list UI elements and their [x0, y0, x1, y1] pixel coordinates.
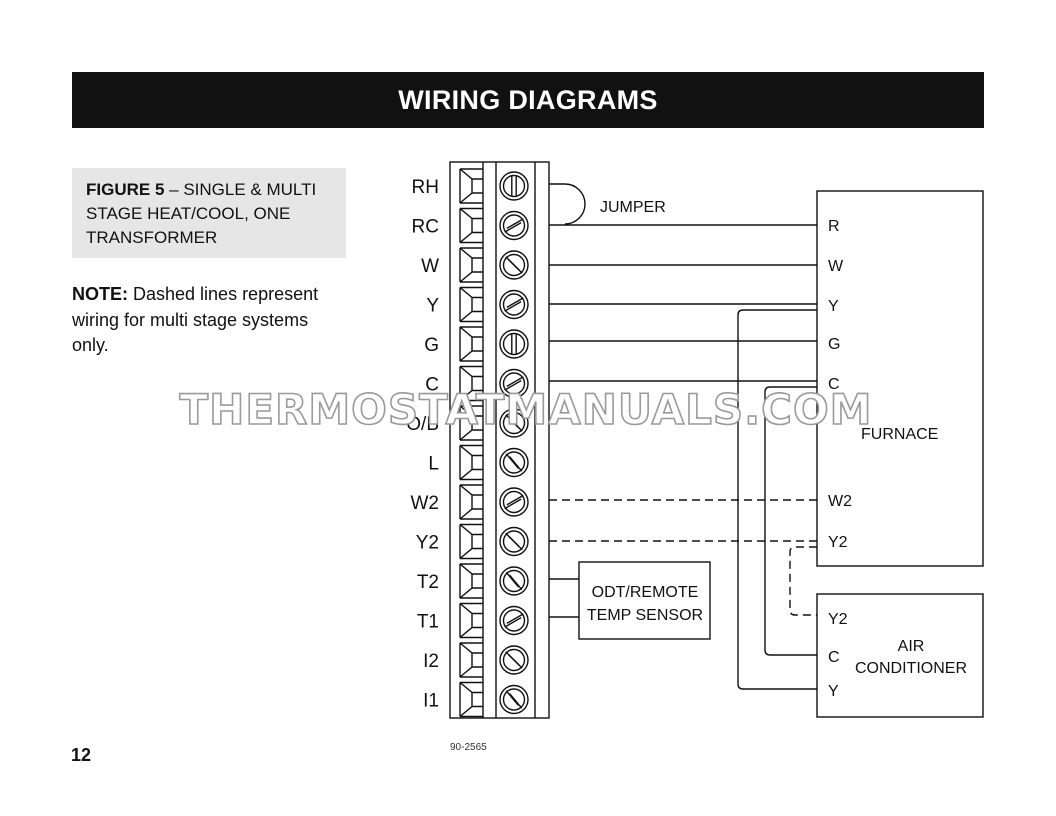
screw-icon: [499, 487, 529, 517]
terminal-row: W: [421, 247, 529, 283]
terminal-label: L: [428, 454, 439, 475]
terminal-row: C: [425, 365, 529, 402]
furnace-terminal: Y2: [828, 534, 848, 551]
terminal-label: T2: [417, 572, 439, 593]
terminal-label: I1: [423, 691, 439, 712]
wire-furnace-c-to-ac-c: [764, 386, 817, 656]
terminal-label: G: [424, 335, 439, 356]
jumper-label: JUMPER: [600, 199, 666, 216]
screw-icon: [499, 684, 529, 715]
terminal-label: W: [421, 256, 439, 277]
terminal-row: L: [428, 444, 529, 481]
wire-clamp-icon: [459, 286, 483, 323]
terminal-row: RC: [412, 207, 529, 244]
jumper-wire: [549, 183, 586, 225]
screw-icon: [499, 289, 529, 320]
furnace-terminal: G: [828, 336, 840, 353]
terminal-row: Y: [426, 286, 529, 323]
wire-clamp-icon: [459, 168, 483, 204]
wire-furnace-y-to-ac-y: [737, 309, 817, 690]
figure-caption-box: FIGURE 5 – SINGLE & MULTI STAGE HEAT/COO…: [72, 168, 346, 258]
terminal-label: Y2: [416, 533, 439, 554]
wire-clamp-icon: [459, 326, 483, 362]
page-number: 12: [71, 745, 92, 765]
screw-icon: [499, 250, 529, 280]
terminal-row: G: [424, 326, 529, 362]
ac-terminal: Y2: [828, 611, 848, 628]
terminal-row: I1: [423, 681, 529, 718]
page-title-banner: WIRING DIAGRAMS: [72, 72, 984, 128]
terminal-label: W2: [411, 493, 440, 514]
wire-clamp-icon: [459, 247, 483, 283]
ac-label-2: CONDITIONER: [855, 660, 967, 677]
terminal-row: W2: [411, 484, 529, 520]
wire-y2-to-ac-dashed: [789, 546, 817, 616]
terminal-label: RC: [412, 217, 439, 238]
wire-clamp-icon: [459, 484, 483, 520]
ac-label-1: AIR: [898, 638, 925, 655]
screw-icon: [499, 645, 529, 675]
screw-icon: [499, 210, 529, 241]
wire-clamp-icon: [459, 444, 483, 481]
temp-sensor-box: [578, 561, 711, 640]
part-number: 90-2565: [450, 742, 487, 753]
screw-icon: [499, 368, 529, 399]
furnace-terminal: Y: [828, 298, 839, 315]
terminal-label: O/B: [406, 414, 439, 435]
air-conditioner-box: [816, 593, 984, 718]
ac-terminal: C: [828, 649, 840, 666]
wire-clamp-icon: [459, 563, 483, 599]
figure-number: FIGURE 5: [86, 180, 165, 199]
terminal-row: Y2: [416, 523, 529, 560]
sensor-label-1: ODT/REMOTE: [592, 584, 699, 601]
terminal-label: C: [425, 375, 439, 396]
figure-caption: SINGLE & MULTI STAGE HEAT/COOL, ONE TRAN…: [86, 180, 317, 247]
screw-icon: [499, 171, 529, 201]
furnace-terminal: R: [828, 218, 840, 235]
wire-clamp-icon: [459, 207, 483, 244]
terminal-row: T1: [417, 602, 529, 639]
terminal-label: RH: [412, 177, 439, 198]
screw-icon: [499, 447, 529, 478]
screw-icon: [499, 408, 529, 438]
wire-clamp-icon: [459, 681, 483, 718]
watermark: THERMOSTATMANUALS.COM: [180, 385, 873, 434]
furnace-box: [816, 190, 984, 567]
note-text: Dashed lines represent wiring for multi …: [72, 284, 319, 355]
terminal-label: I2: [423, 651, 439, 672]
terminal-row: O/B: [406, 405, 529, 441]
furnace-label: FURNACE: [861, 426, 938, 443]
wire-clamp-icon: [459, 405, 483, 441]
note-label: NOTE:: [72, 284, 128, 304]
screw-icon: [499, 566, 529, 596]
page-title: WIRING DIAGRAMS: [398, 84, 658, 115]
ac-terminal: Y: [828, 683, 839, 700]
screw-icon: [499, 526, 529, 557]
terminal-row: RH: [412, 168, 529, 204]
terminal-label: Y: [426, 296, 439, 317]
terminal-block: [449, 161, 550, 719]
furnace-terminal: C: [828, 376, 840, 393]
screw-icon: [499, 605, 529, 636]
figure-dash: –: [164, 180, 184, 199]
terminal-row: T2: [417, 563, 529, 599]
note: NOTE: Dashed lines represent wiring for …: [72, 282, 332, 359]
sensor-label-2: TEMP SENSOR: [587, 607, 703, 624]
screw-icon: [499, 329, 529, 359]
terminal-label: T1: [417, 612, 439, 633]
wire-clamp-icon: [459, 602, 483, 639]
furnace-terminal: W2: [828, 493, 852, 510]
wire-clamp-icon: [459, 523, 483, 560]
wire-clamp-icon: [459, 365, 483, 402]
furnace-terminal: W: [828, 258, 844, 275]
terminal-row: I2: [423, 642, 529, 678]
wire-clamp-icon: [459, 642, 483, 678]
